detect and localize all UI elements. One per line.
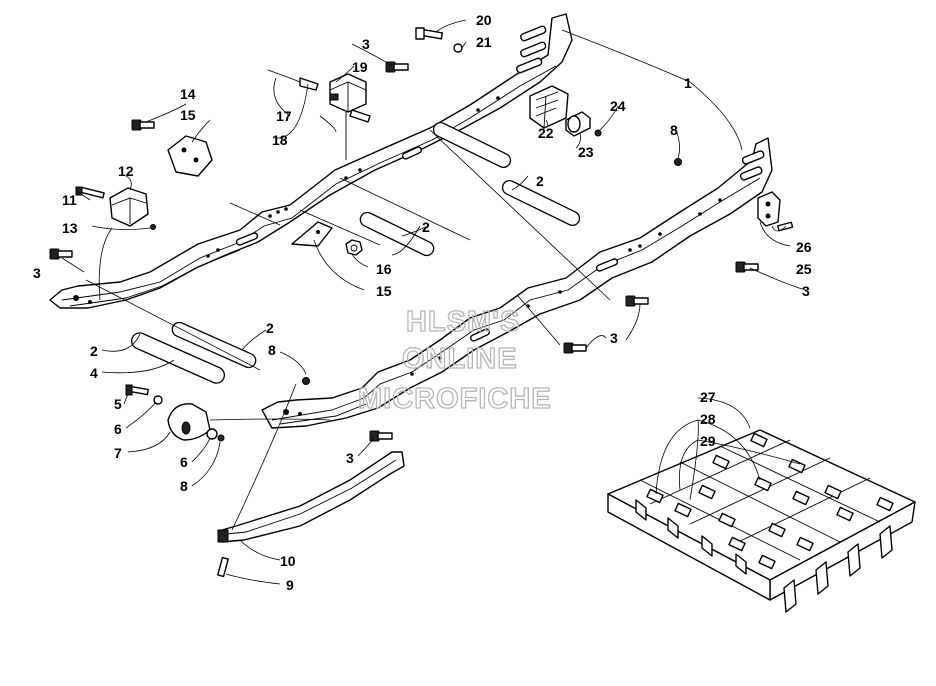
washer-21: [453, 43, 463, 53]
leader-lines: [61, 19, 807, 585]
bolt-3-right: [735, 261, 759, 273]
bolt-3-center: [563, 342, 587, 354]
callout-6-right: 6: [180, 454, 188, 470]
bolt-3-mid: [625, 295, 649, 307]
bracket-25: [757, 191, 781, 227]
callout-2-left: 2: [90, 343, 98, 359]
bolt-3-top: [385, 61, 409, 73]
cross-shaft-lower: [171, 321, 257, 369]
watermark-line-1: HLSM'S: [406, 306, 520, 338]
callout-25: 25: [796, 261, 812, 277]
callout-3-center: 3: [610, 330, 618, 346]
bolt-14: [131, 119, 155, 131]
cross-shafts: [85, 122, 611, 384]
callout-9: 9: [286, 577, 294, 593]
callout-5: 5: [114, 396, 122, 412]
callout-27: 27: [700, 389, 716, 405]
callout-19: 19: [352, 59, 368, 75]
callout-13: 13: [62, 220, 78, 236]
track-section: [607, 429, 916, 613]
callout-3-top: 3: [362, 36, 370, 52]
left-rail-slots: [235, 25, 547, 246]
right-slide-rail: [261, 137, 773, 429]
callout-24: 24: [610, 98, 626, 114]
left-rail-holes: [73, 96, 500, 304]
callout-11: 11: [62, 192, 77, 208]
callout-3-right: 3: [802, 283, 810, 299]
washer-6-right: [206, 428, 218, 440]
bumper-23: [565, 111, 591, 137]
bolt-20: [415, 27, 444, 40]
bolt-3-lower: [369, 430, 393, 442]
callout-23: 23: [578, 144, 594, 160]
nut-8-center: [302, 377, 310, 385]
callout-15-lower: 15: [376, 283, 392, 299]
nut-8-right: [674, 158, 682, 166]
rear-axle-shaft: [130, 332, 226, 384]
callout-8-lower: 8: [180, 478, 188, 494]
watermark: HLSM'S ONLINE MICROFICHE: [357, 305, 552, 415]
watermark-line-3: MICROFICHE: [358, 383, 552, 415]
nut-24: [594, 129, 602, 137]
nut-13: [150, 224, 156, 230]
callout-8-right: 8: [670, 122, 678, 138]
spring-block-22: [529, 85, 569, 129]
callout-15-upper: 15: [180, 107, 196, 123]
callout-2-right: 2: [536, 173, 544, 189]
bolt-3-left: [49, 248, 73, 260]
cross-shaft-right: [501, 180, 581, 226]
callout-20: 20: [476, 12, 492, 28]
idler-wheel-7: [167, 403, 211, 441]
wear-strip-10: [217, 451, 405, 543]
nut-8-lower: [217, 434, 225, 442]
watermark-line-2: ONLINE: [402, 343, 518, 375]
callout-1: 1: [684, 75, 692, 91]
nut-16: [345, 239, 363, 256]
callout-28: 28: [700, 411, 716, 427]
bolt-5: [125, 384, 149, 396]
callout-numbers: 20 21 3 19 1 14 15 24 17 8 22 18 23 12 2…: [33, 12, 812, 593]
callout-16: 16: [376, 261, 392, 277]
bumper-12: [109, 187, 149, 227]
track-lugs: [635, 499, 893, 613]
left-slide-rail: [49, 13, 573, 309]
bracket-15-lower: [291, 221, 333, 247]
cross-shaft-middle: [359, 211, 435, 257]
bolt-11: [75, 186, 105, 199]
screw-9: [217, 556, 229, 578]
right-rail-slots: [469, 150, 765, 342]
callout-3-left: 3: [33, 265, 41, 281]
callout-26: 26: [796, 239, 812, 255]
callout-2-lower: 2: [266, 320, 274, 336]
callout-29: 29: [700, 433, 716, 449]
callout-7: 7: [114, 445, 122, 461]
callout-2-middle: 2: [422, 219, 430, 235]
callout-6-left: 6: [114, 421, 122, 437]
callout-22: 22: [538, 125, 554, 141]
wire-17: [267, 69, 319, 91]
callout-21: 21: [476, 34, 492, 50]
bracket-15-upper: [167, 135, 213, 177]
cross-shaft-upper: [432, 122, 512, 168]
callout-17: 17: [276, 108, 292, 124]
callout-14: 14: [180, 86, 196, 102]
callout-3-lower: 3: [346, 450, 354, 466]
callout-18: 18: [272, 132, 288, 148]
callout-12: 12: [118, 163, 134, 179]
callout-4: 4: [90, 365, 98, 381]
callout-8-center: 8: [268, 342, 276, 358]
callout-10: 10: [280, 553, 296, 569]
sensor-19: [329, 73, 371, 160]
track-clips: [646, 432, 894, 570]
